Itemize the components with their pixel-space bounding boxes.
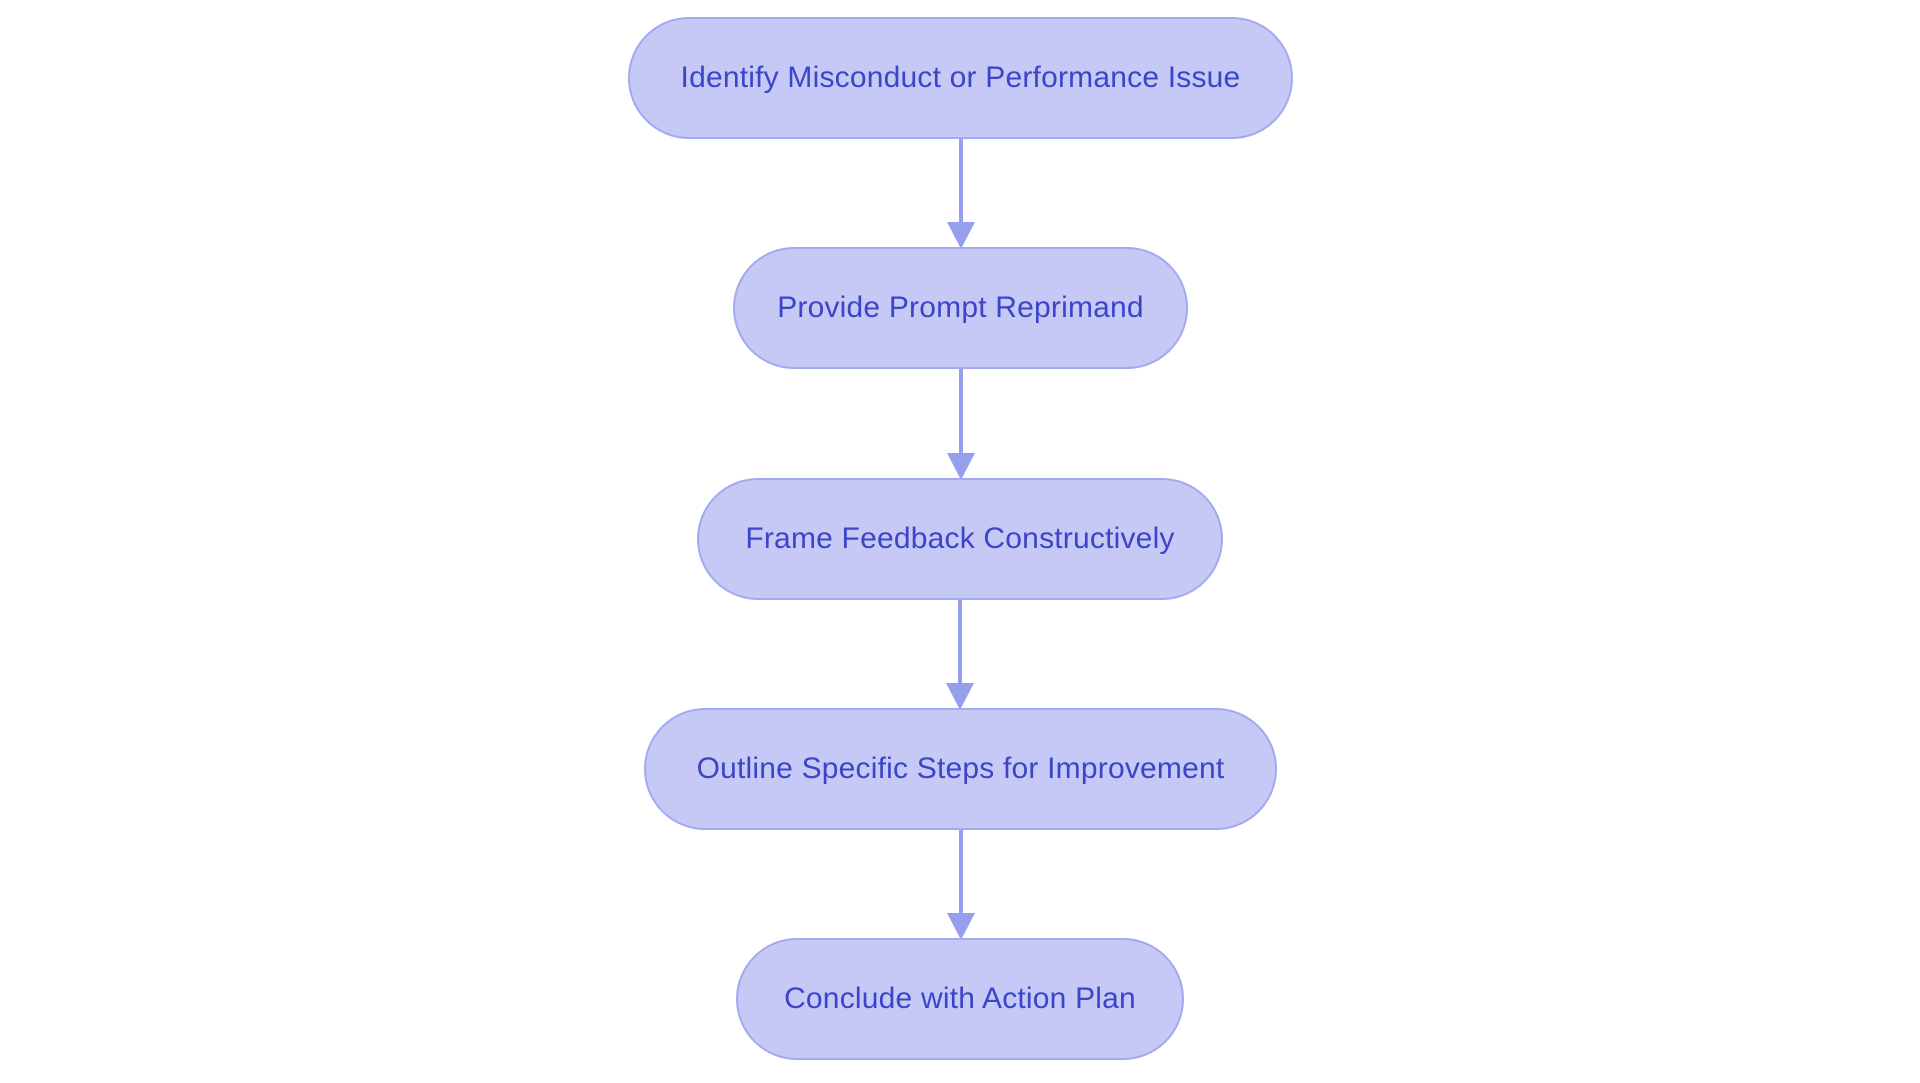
connector-line: [958, 138, 963, 224]
flow-node: Conclude with Action Plan: [736, 938, 1184, 1060]
flow-node-label: Conclude with Action Plan: [784, 982, 1136, 1015]
flow-node-label: Provide Prompt Reprimand: [777, 291, 1144, 324]
flow-node: Frame Feedback Constructively: [697, 478, 1223, 600]
arrow-down-icon: [946, 913, 975, 940]
arrow-down-icon: [946, 683, 974, 710]
connector-line: [958, 829, 963, 915]
flow-node-label: Identify Misconduct or Performance Issue: [680, 61, 1241, 94]
arrow-down-icon: [946, 222, 975, 249]
flow-node: Identify Misconduct or Performance Issue: [628, 17, 1293, 139]
flow-node-label: Outline Specific Steps for Improvement: [696, 752, 1225, 785]
flow-node: Outline Specific Steps for Improvement: [644, 708, 1277, 830]
flow-node-label: Frame Feedback Constructively: [745, 522, 1175, 555]
flow-node: Provide Prompt Reprimand: [733, 247, 1188, 369]
connector-line: [958, 368, 963, 455]
arrow-down-icon: [946, 453, 975, 480]
connector-line: [958, 599, 962, 685]
